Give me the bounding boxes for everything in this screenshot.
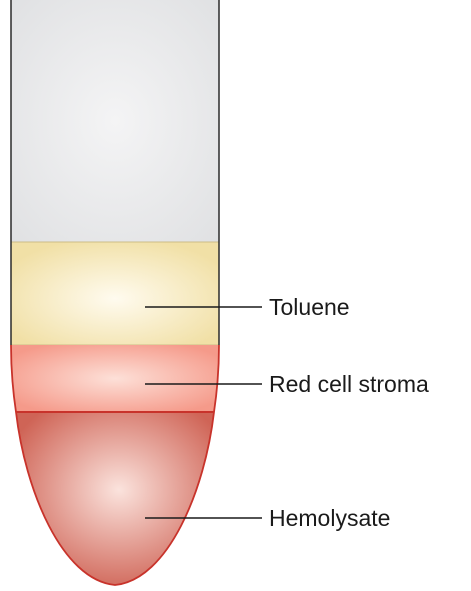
stroma-label: Red cell stroma: [269, 371, 429, 397]
toluene-layer: [10, 241, 220, 346]
stroma-layer: [11, 345, 219, 412]
tube-empty-space: [11, 0, 219, 242]
hemolysate-label: Hemolysate: [269, 505, 390, 531]
tube-wall-lower: [10, 344, 220, 586]
toluene-label: Toluene: [269, 294, 350, 320]
hemolysate-layer: [16, 412, 214, 585]
tube-wall-upper: [10, 0, 220, 345]
